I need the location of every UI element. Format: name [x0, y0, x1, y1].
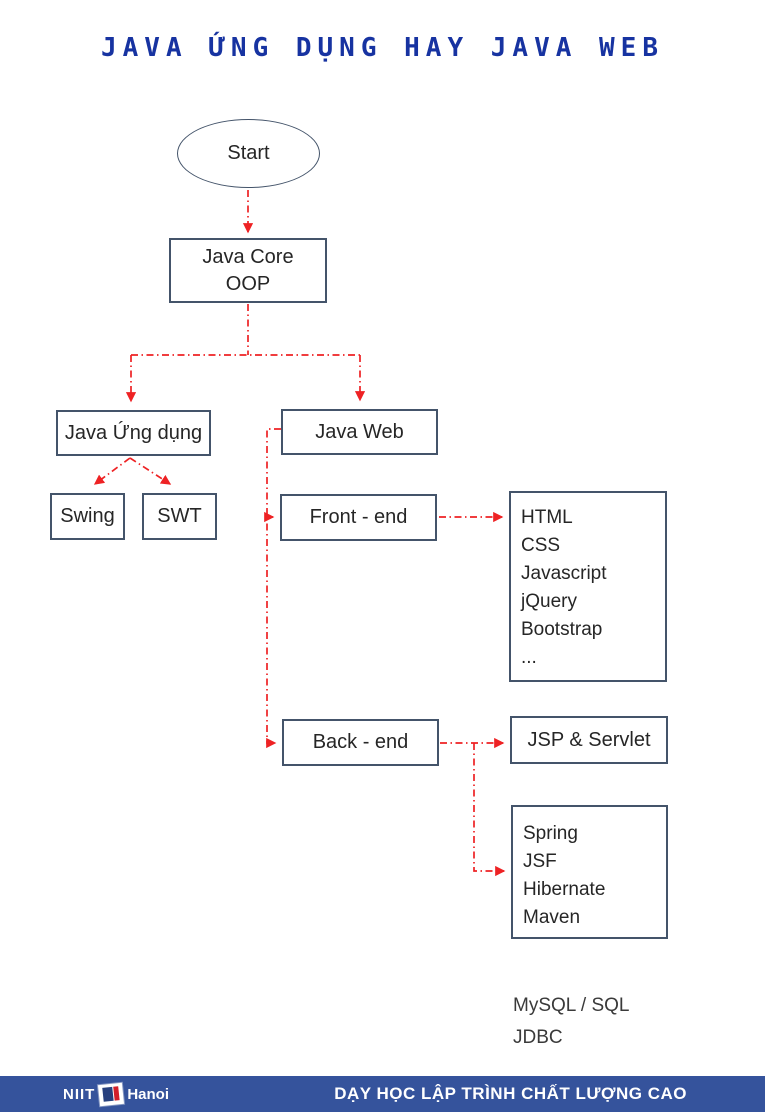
- node-jsp-servlet-label: JSP & Servlet: [527, 728, 651, 751]
- node-java-core-line2: OOP: [225, 272, 271, 295]
- node-java-web-label: Java Web: [315, 420, 404, 443]
- node-swing: Swing: [50, 493, 125, 540]
- node-front-end-label: Front - end: [309, 506, 408, 528]
- connector-javaweb-to-backend: [266, 428, 281, 749]
- backend-stack-item: Maven: [523, 907, 581, 928]
- frontend-stack-item: jQuery: [521, 591, 577, 612]
- niit-logo-icon: [98, 1082, 125, 1106]
- backend-stack-item: Spring: [523, 823, 578, 844]
- footer-bar: NIIT Hanoi DẠY HỌC LẬP TRÌNH CHẤT LƯỢNG …: [0, 1076, 765, 1112]
- node-jsp-servlet: JSP & Servlet: [510, 716, 668, 764]
- frontend-stack-item: Javascript: [521, 563, 607, 584]
- node-frontend-stack: HTML CSS Javascript jQuery Bootstrap ...: [509, 491, 667, 682]
- node-java-core: Java Core OOP: [169, 238, 327, 303]
- logo-niit-text: NIIT: [63, 1085, 96, 1103]
- node-java-web: Java Web: [281, 409, 438, 455]
- database-note-item: MySQL / SQL: [513, 995, 630, 1016]
- frontend-stack-item: HTML: [521, 507, 573, 528]
- node-start: Start: [177, 119, 320, 188]
- node-back-end: Back - end: [282, 719, 439, 766]
- arrow-javaapp-to-swt: [129, 457, 172, 485]
- arrow-javaapp-to-swing: [93, 457, 131, 485]
- node-back-end-label: Back - end: [312, 731, 409, 753]
- niit-logo-red-mark: [113, 1085, 120, 1101]
- node-swing-label: Swing: [60, 505, 115, 527]
- node-java-app-label: Java Ứng dụng: [64, 421, 203, 444]
- frontend-stack-item: Bootstrap: [521, 619, 603, 640]
- backend-stack-item: Hibernate: [523, 879, 606, 900]
- node-swt: SWT: [142, 493, 217, 540]
- node-backend-stack: Spring JSF Hibernate Maven: [511, 805, 668, 939]
- node-swt-label: SWT: [157, 505, 202, 527]
- frontend-stack-item: CSS: [521, 535, 561, 556]
- frontend-stack-item: ...: [521, 647, 537, 668]
- niit-logo-blue-mark: [102, 1086, 115, 1102]
- node-start-label: Start: [227, 142, 270, 164]
- backend-stack-item: JSF: [523, 851, 557, 872]
- database-notes: MySQL / SQL JDBC: [513, 990, 630, 1054]
- connector-backend-to-backendstack: [473, 743, 506, 877]
- node-java-core-line1: Java Core: [202, 245, 294, 268]
- page-title: JAVA ỨNG DỤNG HAY JAVA WEB: [101, 33, 664, 63]
- logo-city-text: Hanoi: [127, 1085, 170, 1103]
- node-front-end: Front - end: [280, 494, 437, 541]
- niit-hanoi-logo: NIIT Hanoi: [63, 1076, 169, 1112]
- footer-slogan: DẠY HỌC LẬP TRÌNH CHẤT LƯỢNG CAO: [334, 1084, 687, 1103]
- database-note-item: JDBC: [513, 1027, 563, 1048]
- node-java-app: Java Ứng dụng: [56, 410, 211, 456]
